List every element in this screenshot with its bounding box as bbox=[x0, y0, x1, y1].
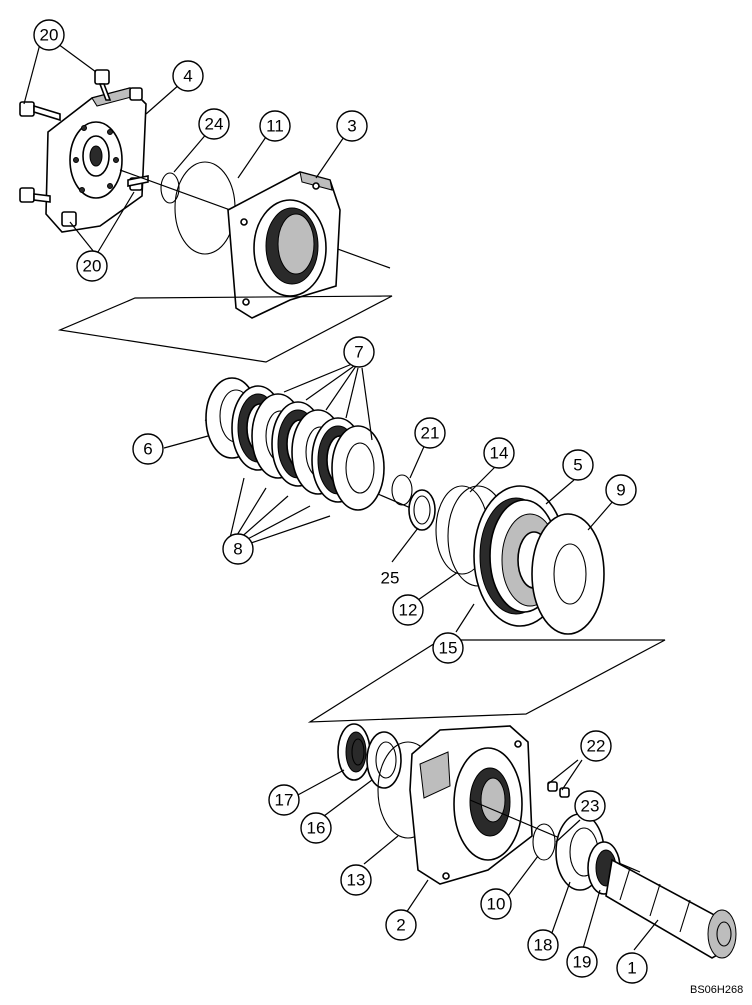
callout-circle bbox=[562, 449, 594, 481]
spring-plate-part-9 bbox=[531, 513, 605, 635]
callout-24: 24 bbox=[198, 108, 230, 140]
callout-25: 25 bbox=[381, 569, 400, 588]
callout-circle bbox=[432, 632, 464, 664]
callout-label: 10 bbox=[487, 895, 506, 914]
callout-label: 17 bbox=[275, 791, 294, 810]
callout-label: 3 bbox=[347, 117, 356, 136]
callout-circle bbox=[268, 784, 300, 816]
callout-circle bbox=[527, 929, 559, 961]
drawing-code: BS06H268 bbox=[690, 984, 743, 996]
callout-label: 16 bbox=[307, 819, 326, 838]
callout-circle bbox=[198, 108, 230, 140]
callout-13: 13 bbox=[340, 864, 372, 896]
callout-circle bbox=[33, 19, 65, 51]
shaft-part-1 bbox=[605, 858, 737, 959]
callout-circle bbox=[574, 790, 606, 822]
callout-circle bbox=[566, 946, 598, 978]
callout-label: 15 bbox=[439, 639, 458, 658]
callout-label: 14 bbox=[490, 444, 509, 463]
callout-label: 12 bbox=[399, 601, 418, 620]
callout-label: 25 bbox=[381, 569, 400, 588]
callout-label: 5 bbox=[573, 456, 582, 475]
callout-10: 10 bbox=[480, 888, 512, 920]
callout-label: 20 bbox=[40, 26, 59, 45]
callout-label: 4 bbox=[183, 67, 192, 86]
plugs-part-22 bbox=[547, 781, 570, 798]
callout-20: 20 bbox=[33, 19, 65, 51]
callout-label: 13 bbox=[347, 871, 366, 890]
callout-label: 18 bbox=[534, 936, 553, 955]
callout-label: 21 bbox=[421, 424, 440, 443]
callout-label: 11 bbox=[266, 117, 284, 136]
callout-label: 7 bbox=[354, 343, 363, 362]
callout-circle bbox=[76, 250, 108, 282]
callout-label: 2 bbox=[396, 916, 405, 935]
bolts-part-20 bbox=[19, 69, 149, 227]
callout-label: 23 bbox=[581, 797, 600, 816]
callout-3: 3 bbox=[336, 110, 368, 142]
callout-23: 23 bbox=[574, 790, 606, 822]
callout-circle bbox=[605, 474, 637, 506]
callout-16: 16 bbox=[300, 812, 332, 844]
callout-8: 8 bbox=[222, 533, 254, 565]
callout-circle bbox=[132, 433, 164, 465]
motor-housing-part-2 bbox=[409, 725, 533, 885]
callout-17: 17 bbox=[268, 784, 300, 816]
callout-label: 1 bbox=[627, 959, 636, 978]
callout-circle bbox=[392, 594, 424, 626]
callout-19: 19 bbox=[566, 946, 598, 978]
callout-11: 11 bbox=[259, 110, 291, 142]
callout-2: 2 bbox=[385, 909, 417, 941]
callout-circle bbox=[259, 110, 291, 142]
callout-6: 6 bbox=[132, 433, 164, 465]
callout-18: 18 bbox=[527, 929, 559, 961]
callout-20: 20 bbox=[76, 250, 108, 282]
callout-label: 19 bbox=[573, 953, 592, 972]
callout-circle bbox=[222, 533, 254, 565]
callout-circle bbox=[483, 437, 515, 469]
callout-9: 9 bbox=[605, 474, 637, 506]
callout-1: 1 bbox=[616, 952, 648, 984]
callout-circle bbox=[580, 730, 612, 762]
callout-label: 20 bbox=[83, 257, 102, 276]
callout-circle bbox=[480, 888, 512, 920]
callout-label: 22 bbox=[587, 737, 606, 756]
callout-5: 5 bbox=[562, 449, 594, 481]
callout-12: 12 bbox=[392, 594, 424, 626]
o-ring-part-24 bbox=[160, 172, 180, 204]
leader-lines bbox=[23, 43, 659, 953]
callout-14: 14 bbox=[483, 437, 515, 469]
callout-22: 22 bbox=[580, 730, 612, 762]
callout-7: 7 bbox=[343, 336, 375, 368]
ring-part-25 bbox=[408, 489, 436, 531]
clutch-disc-stack-parts-7-8 bbox=[231, 385, 385, 511]
callout-label: 8 bbox=[233, 540, 242, 559]
callout-circle bbox=[340, 864, 372, 896]
callout-circle bbox=[336, 110, 368, 142]
callout-layer: 20 4 24 11 3 20 7 6 21 14 5 9 8 25 12 15 22 23 17 16 13 2 10 18… bbox=[33, 19, 648, 984]
callout-label: 24 bbox=[205, 115, 224, 134]
bearing-cone-part-17 bbox=[337, 723, 371, 781]
callout-label: 9 bbox=[616, 481, 625, 500]
callout-circle bbox=[172, 60, 204, 92]
callout-circle bbox=[343, 336, 375, 368]
callout-4: 4 bbox=[172, 60, 204, 92]
callout-circle bbox=[414, 417, 446, 449]
callout-15: 15 bbox=[432, 632, 464, 664]
o-ring-part-10 bbox=[532, 823, 556, 861]
housing-part-3 bbox=[227, 171, 341, 319]
disc bbox=[331, 425, 385, 511]
callout-circle bbox=[616, 952, 648, 984]
flange-plate-part-4 bbox=[45, 87, 147, 233]
callout-circle bbox=[385, 909, 417, 941]
snap-ring-part-21 bbox=[391, 474, 413, 506]
callout-21: 21 bbox=[414, 417, 446, 449]
callout-label: 6 bbox=[143, 440, 152, 459]
callout-circle bbox=[300, 812, 332, 844]
